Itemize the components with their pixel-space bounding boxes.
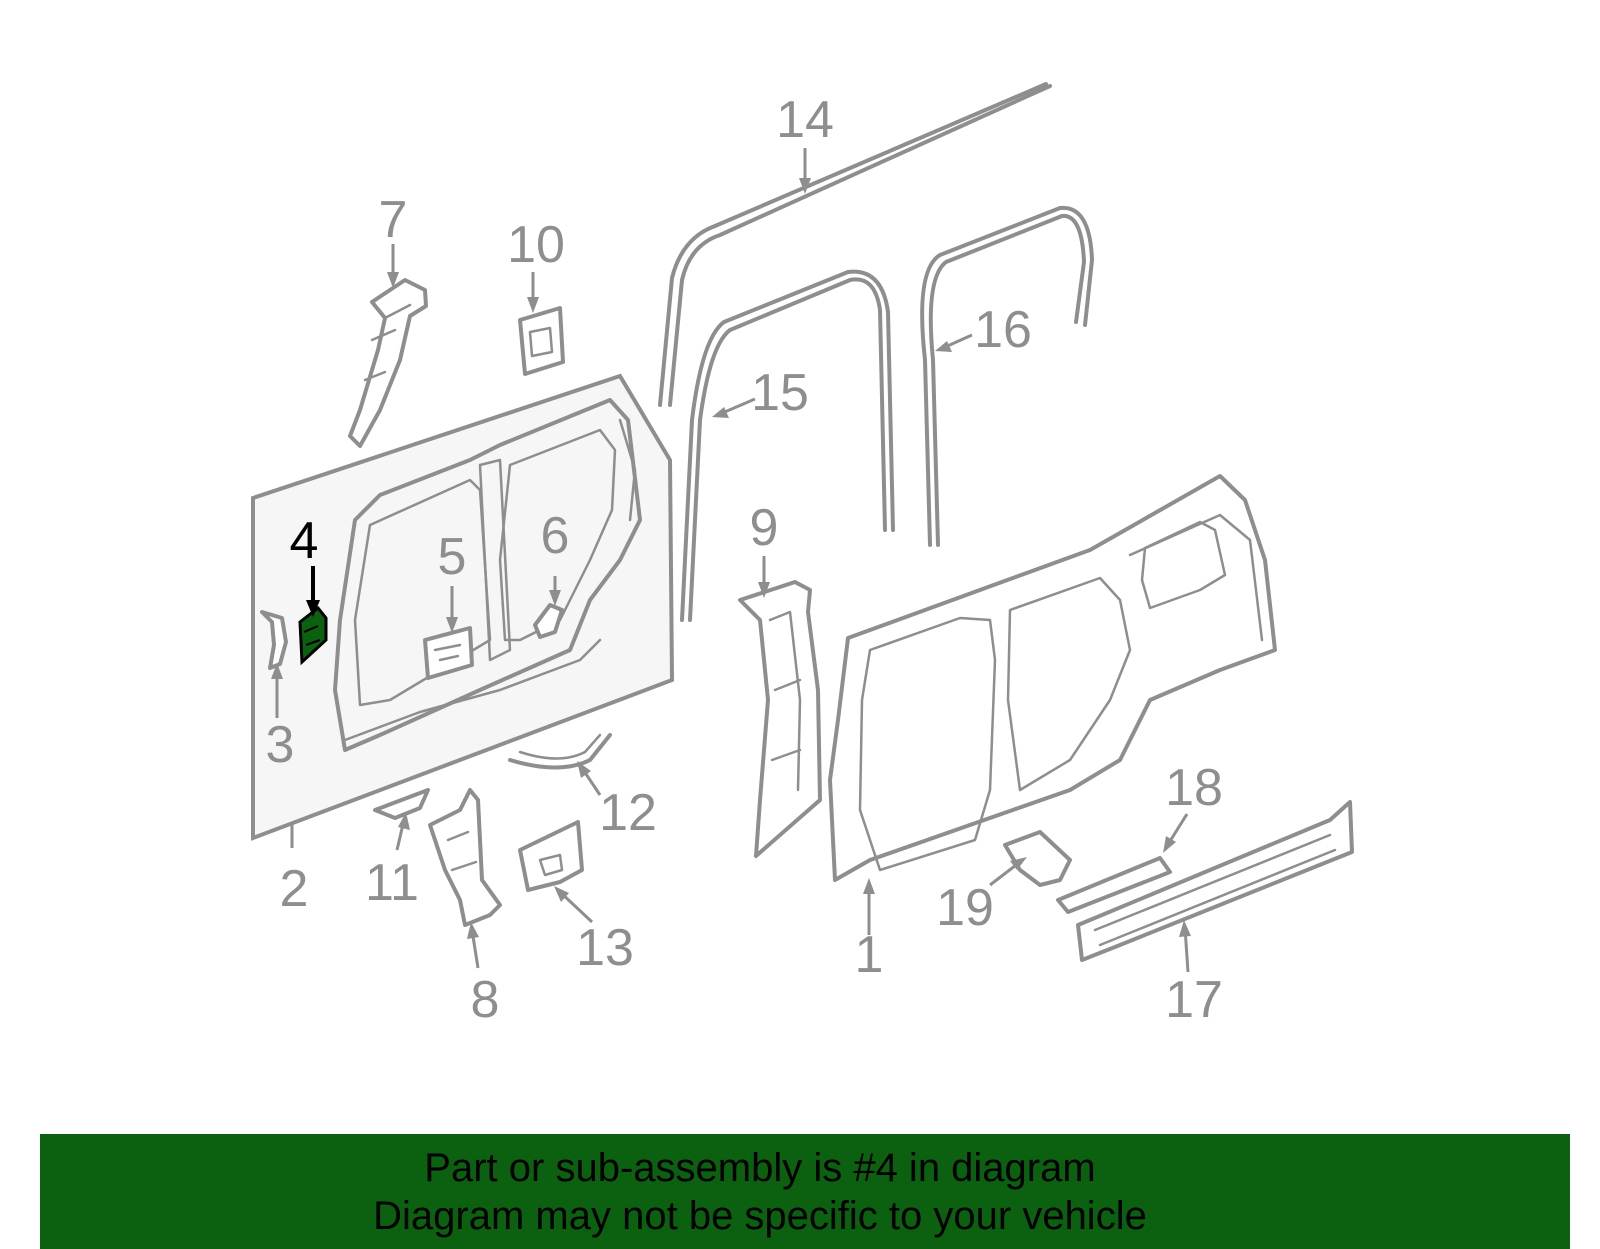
part-13-bracket [518,820,584,892]
callout-leaders [271,148,1191,973]
callout-19: 19 [936,879,994,937]
part-19-bracket [1003,830,1072,887]
part-10-fuel-door-housing [518,306,565,376]
banner-line-disclaimer: Diagram may not be specific to your vehi… [373,1194,1147,1238]
callout-11: 11 [365,854,419,912]
callout-labels: 1 2 3 4 5 6 7 8 9 10 11 12 13 14 15 16 1… [266,91,1223,1029]
part-9-b-pillar [738,580,822,858]
part-7-pillar [348,278,428,448]
callout-5: 5 [438,528,467,586]
callout-9: 9 [750,499,779,557]
part-18-rocker-reinforcement [1056,856,1172,914]
info-banner: Part or sub-assembly is #4 in diagram Di… [40,1134,1570,1249]
callout-15: 15 [751,364,809,422]
part-17-rocker-panel [1076,800,1354,962]
callout-16: 16 [974,301,1032,359]
callout-17: 17 [1165,971,1223,1029]
part-2-inner-panel-sheet [251,373,675,841]
part-15-front-door-weatherstrip [680,269,895,622]
callout-13: 13 [576,919,634,977]
part-11-sill-reinforcement [373,788,430,820]
callout-2: 2 [280,860,309,918]
callout-3: 3 [266,716,295,774]
callout-6: 6 [541,507,570,565]
part-3-bracket [260,610,288,670]
callout-12: 12 [599,784,657,842]
callout-7: 7 [379,191,408,249]
callout-18: 18 [1165,759,1223,817]
part-5-bracket [423,626,474,680]
callout-8: 8 [471,971,500,1029]
part-16-rear-door-weatherstrip [920,205,1094,547]
callout-4-highlighted: 4 [290,512,319,570]
callout-14: 14 [776,91,834,149]
callout-10: 10 [507,216,565,274]
part-12-wheelhouse-extension [508,733,612,770]
part-14-roof-weatherstrip [658,82,1052,407]
callout-1: 1 [855,926,884,984]
part-1-outer-side-panel [828,474,1277,882]
part-8-hinge-pillar [428,788,502,927]
banner-line-part-number: Part or sub-assembly is #4 in diagram [424,1146,1096,1190]
part-6-reinforcement [533,603,564,639]
